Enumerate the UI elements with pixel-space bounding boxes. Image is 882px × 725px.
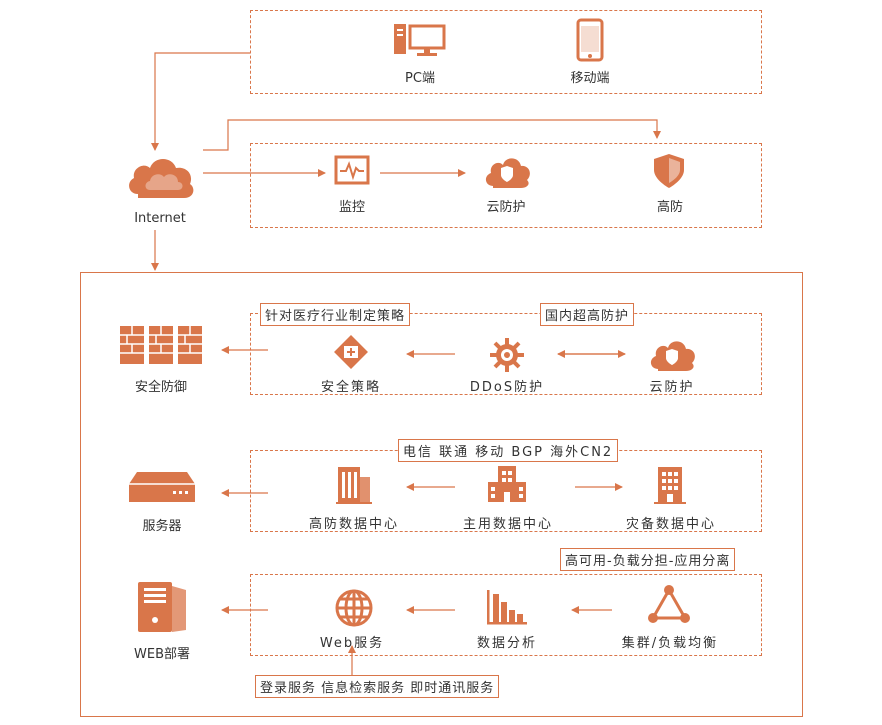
globe-icon xyxy=(335,589,373,627)
web-service-label: Web服务 xyxy=(319,636,385,651)
internet-label: Internet xyxy=(134,211,186,226)
monitor-label: 监控 xyxy=(338,200,366,215)
network-icon xyxy=(648,585,690,623)
client-box xyxy=(250,10,762,94)
bar-chart-icon xyxy=(487,590,527,625)
shield-icon xyxy=(654,154,684,188)
high-defense-dc-label: 高防数据中心 xyxy=(308,517,400,532)
mobile-label: 移动端 xyxy=(570,71,610,86)
cloud-protect-label: 云防护 xyxy=(486,200,526,215)
security-policy-label: 安全策略 xyxy=(320,380,382,395)
monitor-icon xyxy=(334,155,370,185)
cloud-shield-icon-2 xyxy=(650,341,695,371)
protection-box xyxy=(250,143,762,228)
datacenter-container xyxy=(80,272,803,717)
tag-domestic-protection: 国内超高防护 xyxy=(540,303,635,326)
web-box xyxy=(250,574,762,656)
mobile-icon xyxy=(576,18,604,62)
gear-icon xyxy=(490,338,524,372)
tag-services: 登录服务 信息检索服务 即时通讯服务 xyxy=(255,675,500,698)
safety-policy-icon xyxy=(334,335,368,369)
building-icon-3 xyxy=(654,467,686,504)
building-icon xyxy=(336,467,372,504)
tag-carriers: 电信 联通 移动 BGP 海外CN2 xyxy=(398,439,619,462)
pc-label: PC端 xyxy=(405,71,435,86)
security-defense-label: 安全防御 xyxy=(134,380,188,395)
cloud-shield-icon xyxy=(485,158,530,188)
pc-icon xyxy=(394,24,446,56)
arrow-top-to-internet xyxy=(151,52,250,151)
security-box xyxy=(250,313,762,395)
data-analysis-label: 数据分析 xyxy=(476,636,538,651)
cloud-icon xyxy=(129,159,194,198)
ddos-label: DDoS防护 xyxy=(469,380,545,395)
high-defense-label: 高防 xyxy=(656,200,684,215)
backup-dc-label: 灾备数据中心 xyxy=(625,517,717,532)
cluster-label: 集群/负载均衡 xyxy=(621,636,719,651)
cloud-protect-label-2: 云防护 xyxy=(649,380,695,395)
building-icon-2 xyxy=(488,466,526,502)
tag-high-availability: 高可用-负载分担-应用分离 xyxy=(560,548,736,571)
web-deploy-label: WEB部署 xyxy=(134,647,190,662)
server-label: 服务器 xyxy=(142,519,182,534)
arrow-internet-to-high-defense xyxy=(203,119,661,151)
tag-medical-policy: 针对医疗行业制定策略 xyxy=(260,303,411,326)
server-icon xyxy=(129,472,195,502)
tower-server-icon xyxy=(138,582,186,632)
firewall-icon xyxy=(120,326,202,364)
main-dc-label: 主用数据中心 xyxy=(462,517,554,532)
